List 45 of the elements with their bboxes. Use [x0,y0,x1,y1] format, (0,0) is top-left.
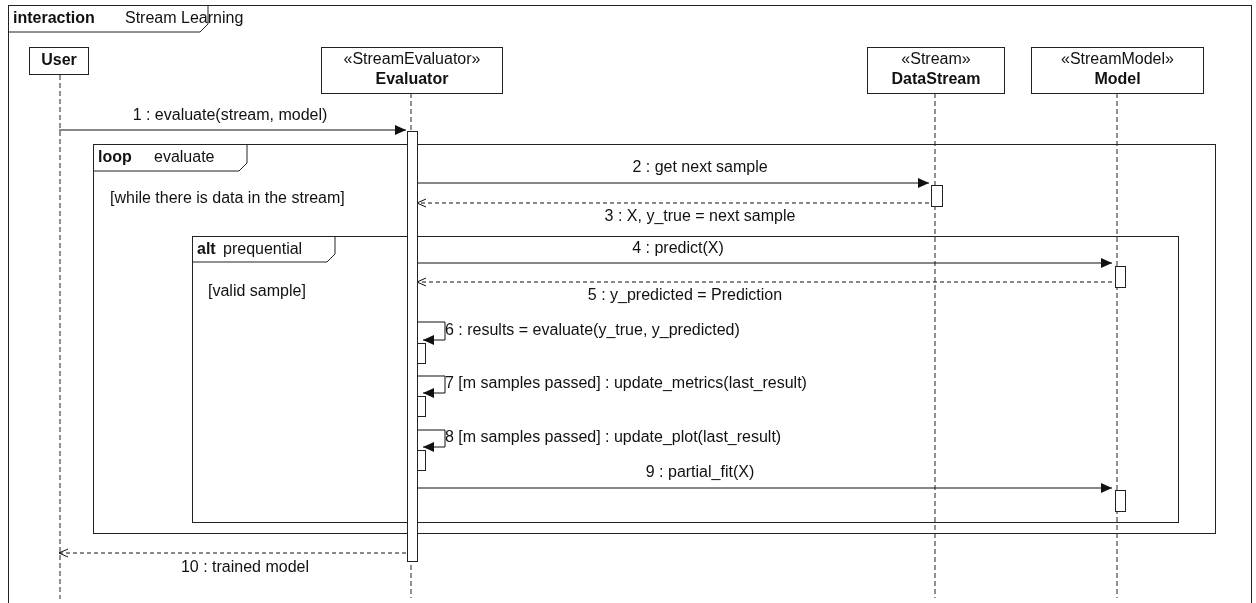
message-arrow [58,548,407,558]
frame-operator: loop [98,148,132,166]
message-arrow [58,125,407,135]
stereotype: «StreamEvaluator» [342,50,482,68]
message-label: 1 : evaluate(stream, model) [132,106,328,124]
message-label: 10 : trained model [180,558,310,576]
message-label: 5 : y_predicted = Prediction [587,286,783,304]
frame-name: Stream Learning [125,9,244,27]
stereotype: «Stream» [900,50,972,68]
lifeline-head [867,47,1005,94]
message-label: 4 : predict(X) [632,239,724,257]
combined-fragment [192,236,1179,523]
activation-bar [931,185,943,207]
participant-name: Model [1093,70,1142,88]
participant-name: Evaluator [374,70,450,88]
combined-fragment [93,144,1216,534]
message-label: 3 : X, y_true = next sample [604,207,796,225]
activation-bar [407,131,418,562]
guard-condition: [valid sample] [208,282,306,300]
message-arrow [416,198,930,208]
frame-name: prequential [223,240,303,258]
participant-name: DataStream [890,70,982,88]
guard-condition: [while there is data in the stream] [110,189,345,207]
lifeline-head [321,47,503,94]
frame-name: evaluate [154,148,215,166]
participant-name: User [40,51,78,69]
frame-operator: alt [197,240,216,258]
interaction-frame [8,5,1252,603]
message-arrow [416,258,1113,268]
message-label: 8 [m samples passed] : update_plot(last_result) [445,428,782,446]
message-label: 6 : results = evaluate(y_true, y_predicted) [445,321,740,339]
message-label: 7 [m samples passed] : update_metrics(last_result) [445,374,807,392]
message-arrow [416,277,1113,287]
message-arrow [416,375,446,398]
message-arrow [416,483,1113,493]
lifeline-head [1031,47,1204,94]
message-label: 2 : get next sample [632,158,768,176]
stereotype: «StreamModel» [1060,50,1175,68]
message-arrow [416,429,446,452]
message-arrow [416,321,446,345]
message-arrow [416,178,930,188]
frame-operator: interaction [13,9,95,27]
activation-bar [1115,266,1126,288]
message-label: 9 : partial_fit(X) [645,463,755,481]
activation-bar [1115,490,1126,512]
